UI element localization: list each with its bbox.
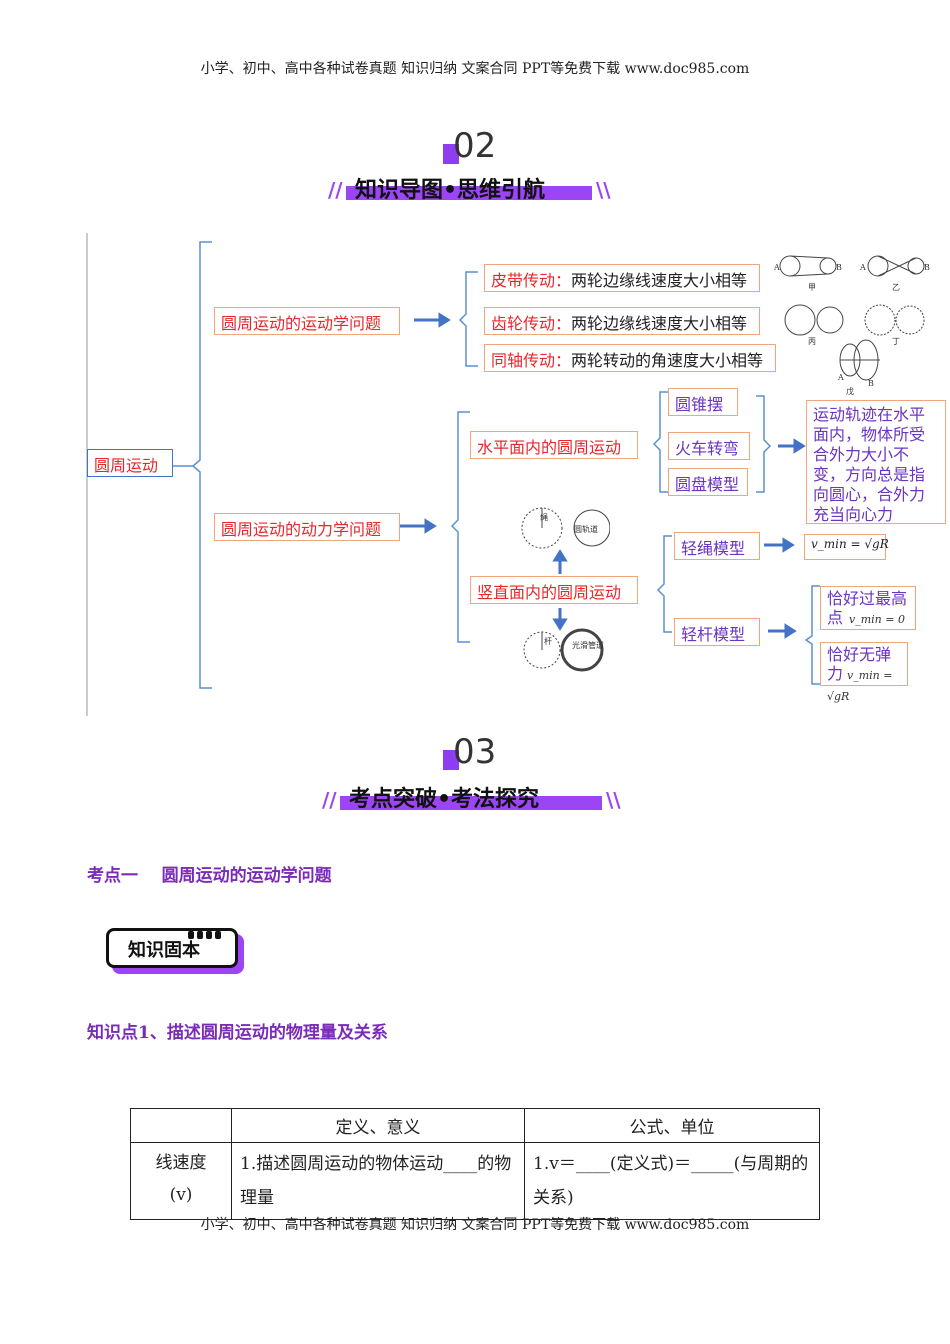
label-tube: 光滑管道: [572, 640, 604, 650]
node-cone: 圆锥摆: [668, 388, 738, 416]
label-rope: 绳: [540, 512, 548, 522]
svg-text:A: A: [859, 263, 866, 272]
node-belt: 皮带传动：两轮边缘线速度大小相等: [484, 264, 760, 292]
mindmap-connectors: [86, 233, 820, 716]
section3-underline: [340, 796, 602, 810]
vertical-circle-diagrams: 绳 圆轨道 杆 光滑管道: [521, 507, 610, 672]
svg-text:A: A: [773, 263, 780, 272]
label-bing: 丙: [808, 337, 816, 346]
table-header-row: 定义、意义 公式、单位: [130, 1108, 820, 1143]
table-cell-quantity: 线速度 (v): [130, 1142, 232, 1220]
table-row: 线速度 (v) 1.描述圆周运动的物体运动____的物理量 1.v＝____(定…: [130, 1142, 820, 1220]
table-cell-formula: 1.v＝____(定义式)＝_____(与周期的关系): [524, 1142, 820, 1220]
label-rod: 杆: [544, 636, 552, 646]
badge-rings-icon: [188, 924, 232, 939]
node-train: 火车转弯: [668, 432, 750, 460]
node-horizontal: 水平面内的圆周运动: [470, 431, 638, 459]
label-wu: 戊: [846, 386, 854, 396]
label-ding: 丁: [892, 337, 900, 346]
section3-title: 考点突破•考法探究: [349, 787, 540, 812]
svg-text:B: B: [868, 379, 874, 388]
slash-right-icon-2: \\: [606, 788, 621, 812]
table-cell-definition: 1.描述圆周运动的物体运动____的物理量: [231, 1142, 525, 1220]
node-dynamics: 圆周运动的动力学问题: [214, 513, 400, 541]
badge-knowledge: 知识固本: [106, 928, 244, 974]
section2-underline: [346, 186, 592, 200]
node-rod: 轻杆模型: [674, 618, 760, 646]
svg-text:A: A: [837, 373, 844, 382]
quantities-table: 定义、意义 公式、单位 线速度 (v) 1.描述圆周运动的物体运动____的物理…: [130, 1108, 820, 1220]
label-yi: 乙: [892, 283, 900, 292]
table-header-cell: [130, 1108, 232, 1143]
svg-text:B: B: [924, 263, 930, 272]
table-header-cell: 公式、单位: [524, 1108, 820, 1143]
node-disk: 圆盘模型: [668, 468, 748, 496]
section2-title: 知识导图•思维引航: [355, 178, 546, 203]
table-header-cell: 定义、意义: [231, 1108, 525, 1143]
slash-left-icon-2: //: [322, 788, 337, 812]
node-gear: 齿轮传动：两轮边缘线速度大小相等: [484, 307, 760, 335]
point1-title: 考点一 圆周运动的运动学问题: [87, 866, 332, 886]
label-track: 圆轨道: [574, 524, 598, 534]
label-jia: 甲: [808, 283, 816, 292]
node-rope: 轻绳模型: [674, 532, 760, 560]
kp1-title: 知识点1、描述圆周运动的物理量及关系: [87, 1023, 388, 1043]
slash-left-icon: //: [328, 178, 343, 202]
mindmap-root: 圆周运动: [87, 449, 173, 477]
page-footer: 小学、初中、高中各种试卷真题 知识归纳 文案合同 PPT等免费下载 www.do…: [200, 1217, 750, 1233]
section3-number: 03: [443, 732, 513, 776]
svg-text:B: B: [836, 263, 842, 272]
node-kinematics: 圆周运动的运动学问题: [214, 307, 400, 335]
node-vertical: 竖直面内的圆周运动: [470, 576, 638, 604]
section2-number: 02: [443, 126, 513, 170]
page-header: 小学、初中、高中各种试卷真题 知识归纳 文案合同 PPT等免费下载 www.do…: [200, 61, 750, 77]
rope-formula: v_min = √gR: [804, 534, 889, 560]
transmission-diagrams: A B A B 甲 乙 丙 丁 戊 A B: [773, 255, 930, 396]
slash-right-icon: \\: [596, 178, 611, 202]
node-horizontal-note: 运动轨迹在水平面内，物体所受合外力大小不变，方向总是指向圆心，合外力充当向心力: [806, 400, 946, 524]
node-coaxial: 同轴传动：两轮转动的角速度大小相等: [484, 344, 776, 372]
